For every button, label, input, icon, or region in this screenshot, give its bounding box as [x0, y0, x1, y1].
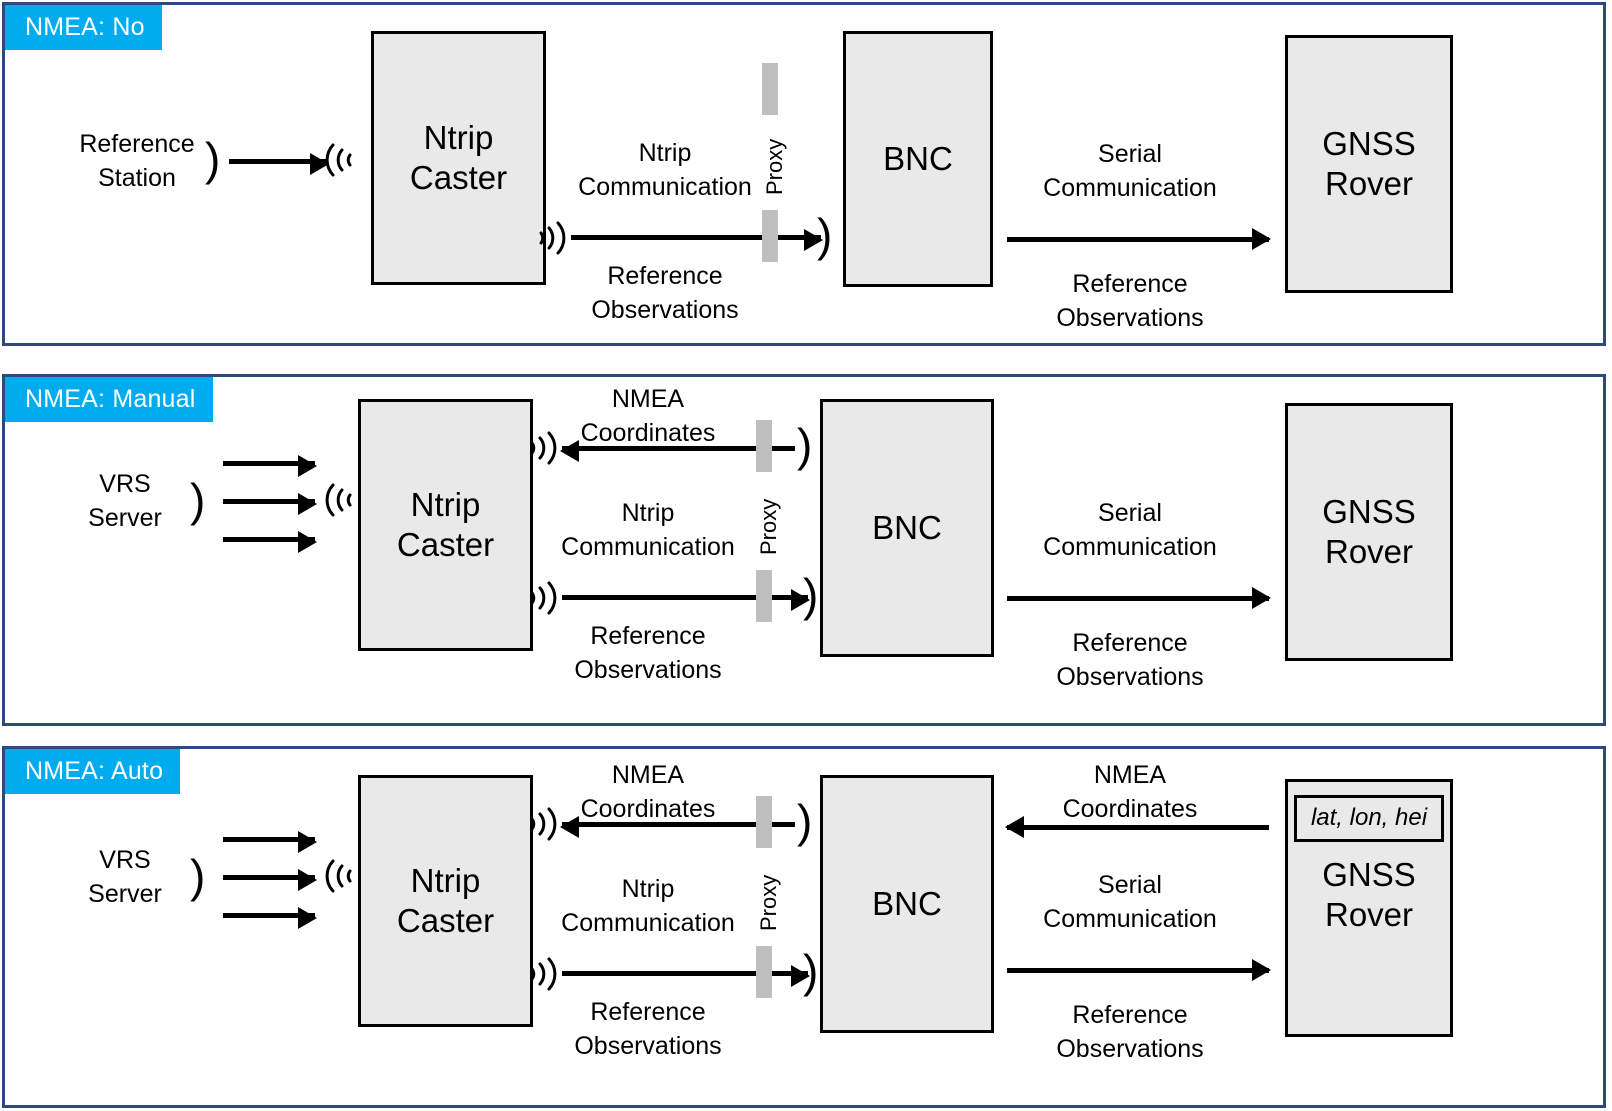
link-label-serial-comm: Serial Communication: [1043, 140, 1217, 202]
arrow-bnc-to-caster-nmea: [560, 440, 795, 462]
node-ntrip-caster: Ntrip Caster: [358, 775, 533, 1027]
source-antenna-icon: ): [190, 850, 206, 902]
arrow-caster-to-bnc: [571, 229, 823, 251]
link-label-reference-obs: Reference Observations: [574, 622, 722, 684]
arrow-caster-to-bnc: [562, 589, 810, 611]
badge-nmea-mode: NMEA: Manual: [5, 377, 213, 422]
link-label-serial-reference-obs: Reference Observations: [1056, 1001, 1204, 1063]
node-bnc: BNC: [843, 31, 993, 287]
badge-nmea-mode: NMEA: Auto: [5, 749, 181, 794]
bnc-antenna-icon: ): [797, 795, 813, 847]
link-label-reference-obs: Reference Observations: [591, 262, 739, 324]
signal-transmit-icon: [523, 579, 557, 617]
bnc-antenna-icon: ): [803, 569, 819, 621]
bnc-antenna-icon: ): [817, 209, 833, 261]
bnc-antenna-icon: ): [797, 419, 813, 471]
link-label-nmea-coordinates: NMEA Coordinates: [580, 385, 716, 447]
rover-label: GNSS Rover: [1322, 856, 1416, 934]
rover-coordinates-readout: lat, lon, hei: [1294, 795, 1444, 842]
arrow-bnc-to-rover-serial: [1007, 587, 1271, 609]
panel-nmea-manual: NMEA: Manual VRS Server ): [2, 374, 1606, 726]
proxy-label: Proxy: [762, 138, 787, 195]
signal-transmit-icon: [523, 955, 557, 993]
proxy-bar-top: [756, 420, 772, 472]
node-bnc: BNC: [820, 775, 994, 1033]
arrow-caster-to-bnc: [562, 965, 810, 987]
signal-receive-icon: [325, 857, 359, 895]
node-bnc: BNC: [820, 399, 994, 657]
link-label-serial-comm: Serial Communication: [1043, 499, 1217, 561]
proxy-label: Proxy: [756, 498, 781, 555]
proxy-bar-bottom: [756, 946, 772, 998]
arrow-source-to-caster: [223, 531, 317, 553]
proxy-bar-bottom: [756, 570, 772, 622]
proxy-bar-bottom: [762, 210, 778, 262]
arrow-source-to-caster: [223, 869, 317, 891]
signal-receive-icon: [325, 141, 359, 179]
panel-nmea-auto: NMEA: Auto VRS Server ) Ntrip: [2, 746, 1606, 1108]
signal-transmit-icon: [523, 429, 557, 467]
link-label-reference-obs: Reference Observations: [574, 998, 722, 1060]
badge-nmea-mode: NMEA: No: [5, 5, 162, 50]
arrow-source-to-caster: [229, 153, 329, 175]
link-label-serial-reference-obs: Reference Observations: [1056, 629, 1204, 691]
signal-transmit-icon: [523, 805, 557, 843]
node-ntrip-caster: Ntrip Caster: [371, 31, 546, 285]
signal-transmit-icon: [532, 219, 566, 257]
proxy-bar-top: [762, 63, 778, 115]
source-label: VRS Server: [88, 470, 162, 532]
proxy-bar-top: [756, 796, 772, 848]
source-label: VRS Server: [88, 846, 162, 908]
arrow-source-to-caster: [223, 831, 317, 853]
arrow-source-to-caster: [223, 907, 317, 929]
arrow-bnc-to-rover-serial: [1007, 228, 1271, 250]
arrow-bnc-to-caster-nmea: [560, 816, 795, 838]
node-gnss-rover: GNSS Rover: [1285, 403, 1453, 661]
panel-nmea-no: NMEA: No Reference Station ): [2, 2, 1606, 346]
node-gnss-rover: lat, lon, hei GNSS Rover: [1285, 779, 1453, 1037]
link-label-ntrip-comm: Ntrip Communication: [561, 875, 735, 937]
arrow-rover-to-bnc-nmea: [1005, 816, 1269, 838]
arrow-source-to-caster: [223, 455, 317, 477]
link-label-serial-reference-obs: Reference Observations: [1056, 270, 1204, 332]
node-gnss-rover: GNSS Rover: [1285, 35, 1453, 293]
link-label-ntrip-comm: Ntrip Communication: [561, 499, 735, 561]
proxy-label: Proxy: [756, 874, 781, 931]
source-antenna-icon: ): [205, 133, 221, 185]
link-label-serial-nmea-coordinates: NMEA Coordinates: [1062, 761, 1198, 823]
source-antenna-icon: ): [190, 474, 206, 526]
arrow-source-to-caster: [223, 493, 317, 515]
signal-receive-icon: [325, 481, 359, 519]
node-ntrip-caster: Ntrip Caster: [358, 399, 533, 651]
arrow-bnc-to-rover-serial: [1007, 959, 1271, 981]
bnc-antenna-icon: ): [803, 945, 819, 997]
source-label: Reference Station: [79, 130, 195, 192]
link-label-nmea-coordinates: NMEA Coordinates: [580, 761, 716, 823]
link-label-serial-comm: Serial Communication: [1043, 871, 1217, 933]
link-label-ntrip-comm: Ntrip Communication: [578, 139, 752, 201]
